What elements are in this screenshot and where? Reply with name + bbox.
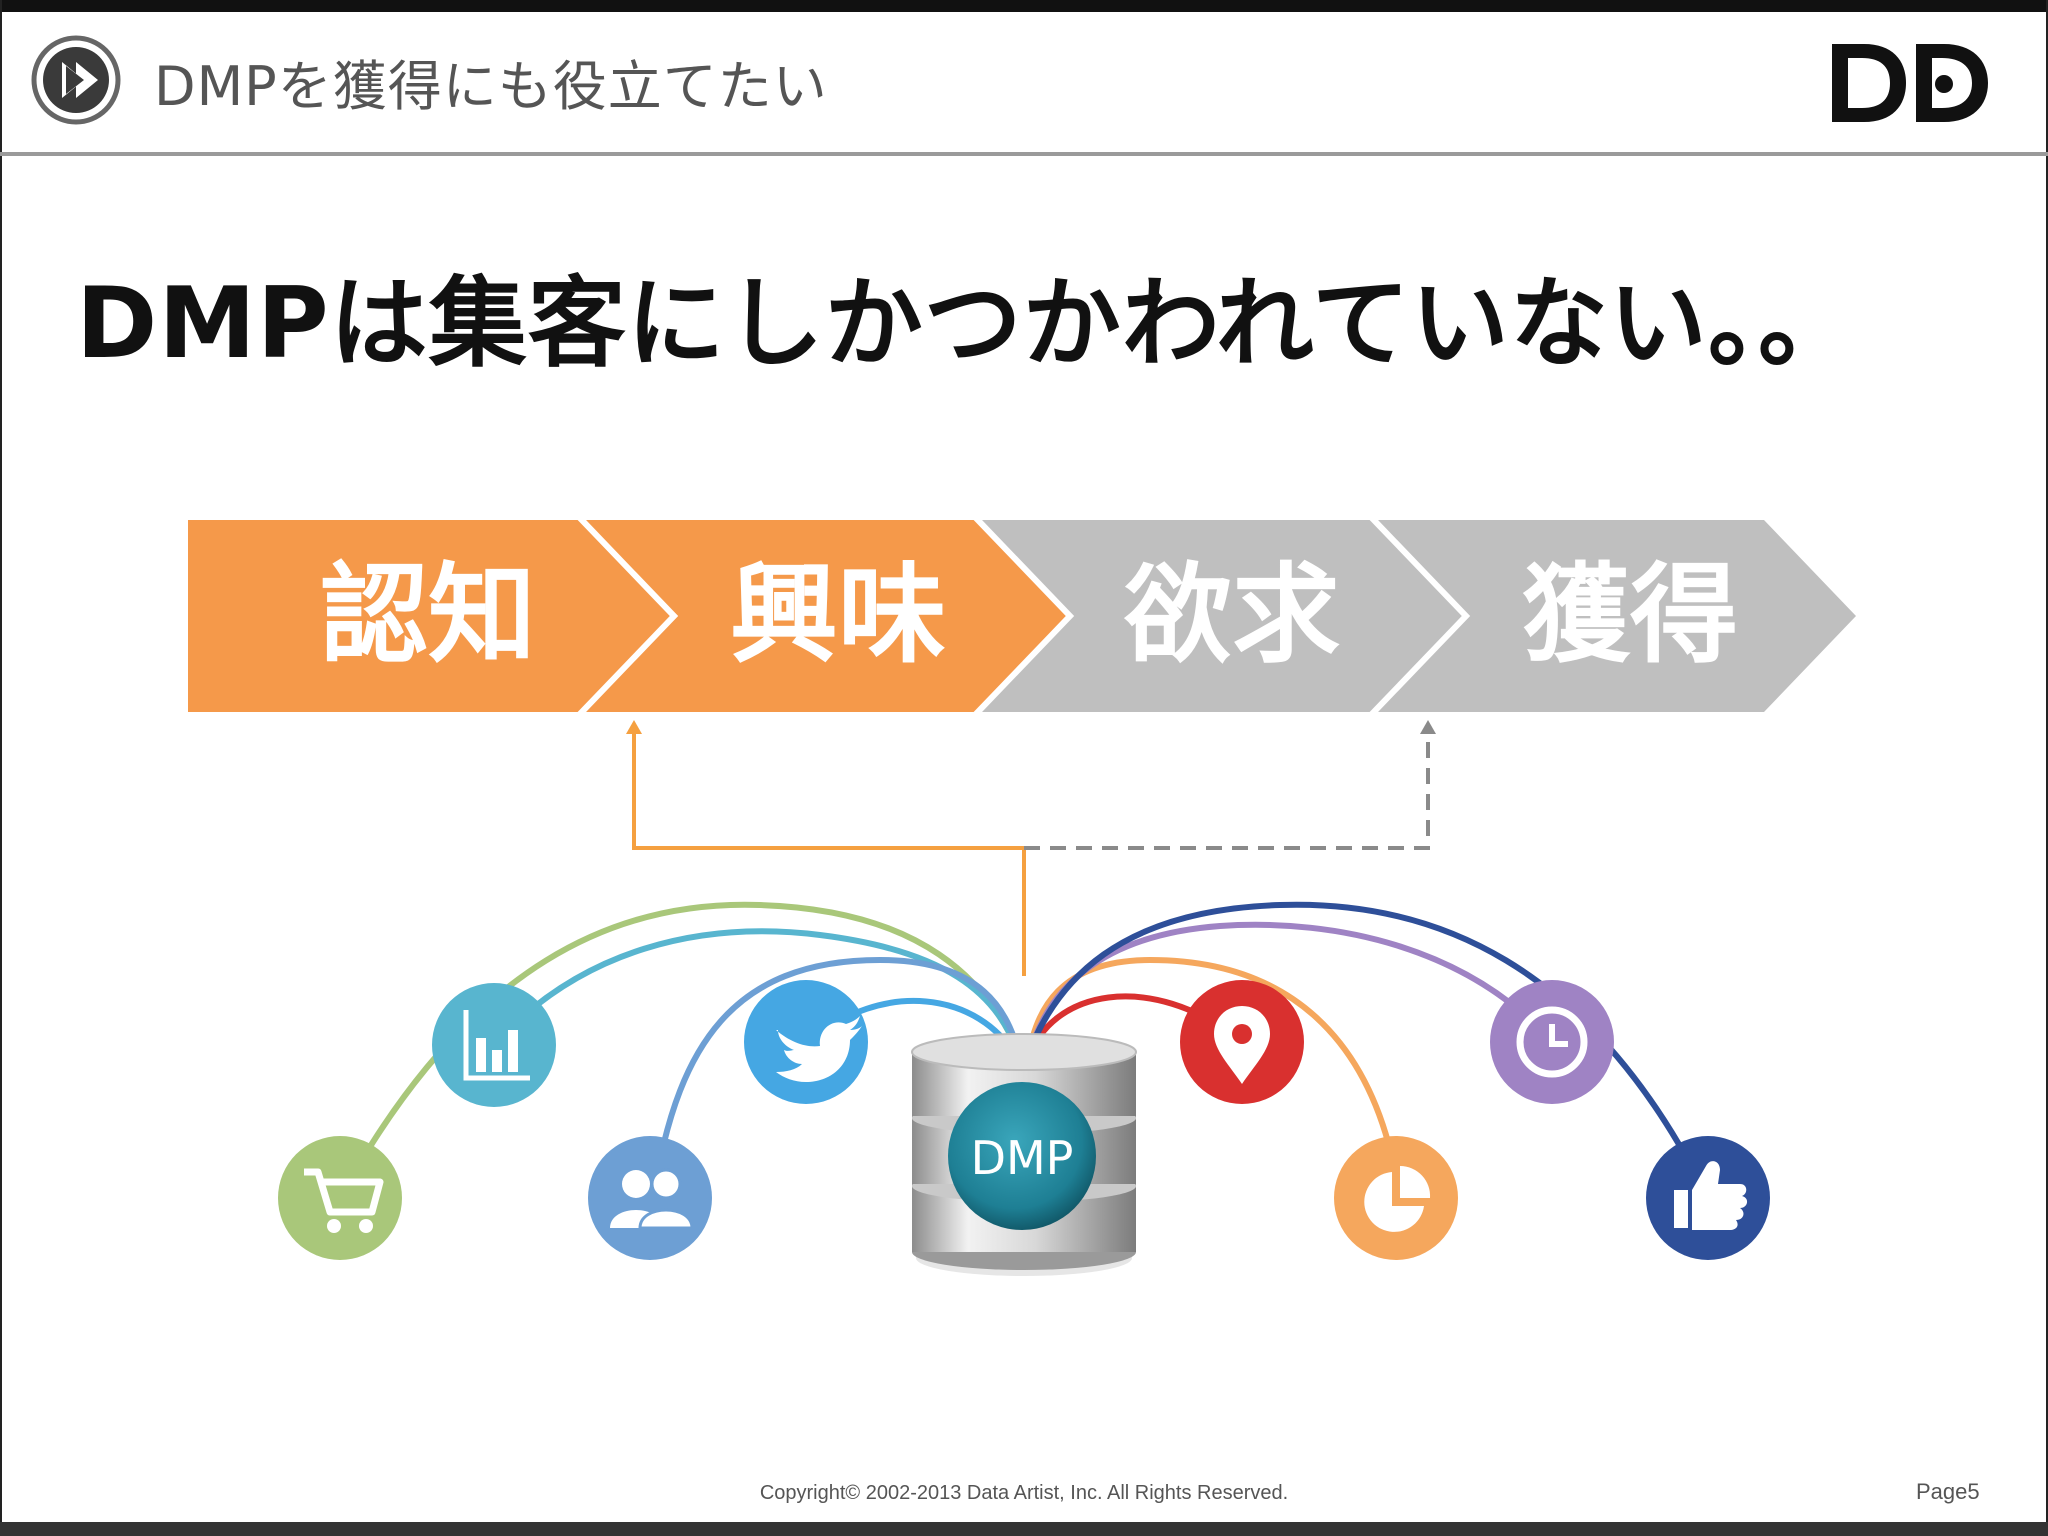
map-pin-icon	[1180, 980, 1304, 1104]
slide-left-border	[0, 0, 2, 1536]
funnel-separator-2	[971, 513, 1075, 719]
flow-curve-chart	[491, 928, 1023, 1061]
funnel-stage-4: 獲得	[1376, 520, 1856, 712]
thumbs-up-icon	[1646, 1136, 1770, 1260]
funnel-stage-3-shape	[978, 520, 1466, 712]
dmp-hub: DMP	[948, 1082, 1096, 1230]
active-arrowhead	[626, 720, 642, 734]
slide-header-title: DMPを獲得にも役立てたい	[154, 55, 828, 118]
funnel-stage-1: 認知	[188, 520, 672, 712]
inactive-arrowhead	[1420, 720, 1436, 734]
slide-top-border	[0, 0, 2048, 12]
shopping-cart-icon	[278, 1136, 402, 1260]
funnel-separator-3	[1367, 513, 1471, 719]
bar-chart-icon	[432, 983, 556, 1107]
dmp-hub-label: DMP	[971, 1131, 1074, 1185]
flow-curve-users	[653, 956, 1023, 1181]
slide-bottom-border	[0, 1522, 2048, 1536]
active-connector-line	[632, 730, 1026, 976]
play-circle-icon	[31, 35, 121, 125]
funnel-stage-2-label: 興味	[730, 553, 946, 678]
page-number: Page5	[1916, 1479, 1980, 1504]
users-icon	[588, 1136, 712, 1260]
funnel-stage-4-shape	[1376, 520, 1856, 712]
active-connector	[626, 720, 1026, 976]
funnel-stage-1-shape	[188, 520, 672, 712]
slide-headline: DMPは集客にしかつかわれていない。。	[76, 267, 1857, 381]
flow-curve-pie	[1025, 956, 1399, 1177]
slide-right-border	[2046, 0, 2048, 1536]
funnel-stage-3: 欲求	[978, 520, 1466, 712]
copyright-footer: Copyright© 2002-2013 Data Artist, Inc. A…	[759, 1482, 1289, 1504]
funnel-stage-3-label: 欲求	[1123, 553, 1340, 678]
funnel-stage-2: 興味	[584, 520, 1070, 712]
inactive-connector-line	[1024, 730, 1430, 850]
company-logo	[1832, 44, 1988, 122]
inactive-connector	[1024, 720, 1436, 850]
funnel-stage-4-label: 獲得	[1522, 553, 1738, 678]
funnel-stage-2-shape	[584, 520, 1070, 712]
funnel-stage-1-label: 認知	[320, 553, 536, 678]
twitter-bird-icon	[744, 980, 868, 1104]
funnel-separator-1	[575, 513, 679, 719]
clock-icon	[1490, 980, 1614, 1104]
pie-chart-icon	[1334, 1136, 1458, 1260]
header-divider	[0, 152, 2048, 156]
